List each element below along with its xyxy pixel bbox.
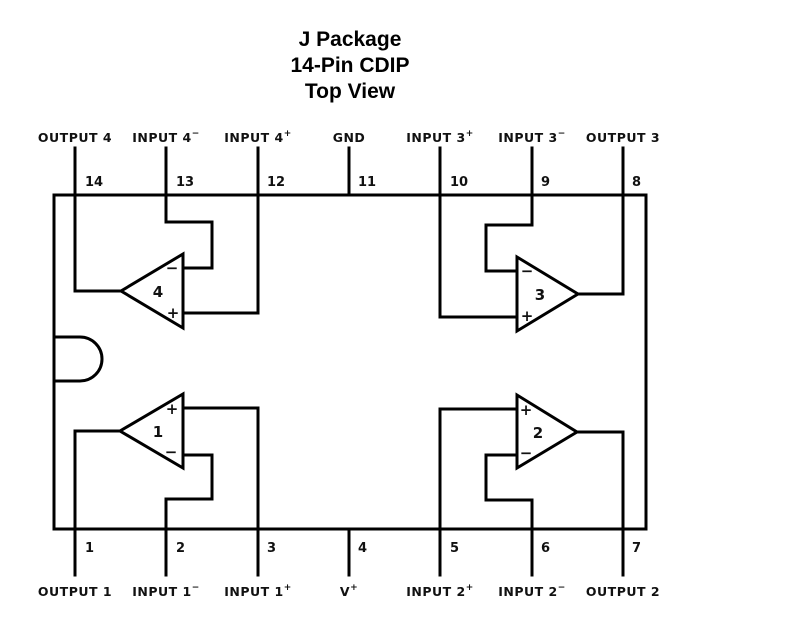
title-package: J Package: [298, 28, 402, 51]
pin-9-number: 9: [541, 175, 550, 190]
opamp-2-plus-sign: +: [520, 401, 533, 419]
opamp-4-number: 4: [153, 283, 163, 301]
title-view: Top View: [304, 80, 396, 103]
opamp-3-minus-sign: −: [521, 262, 534, 280]
opamp-3-noninverting-wire: [438, 193, 519, 319]
opamp-3-plus-sign: +: [521, 307, 534, 325]
title-pin-count: 14-Pin CDIP: [290, 54, 410, 77]
opamp-2-output-wire: [575, 430, 625, 531]
diagram-title: J Package 14-Pin CDIP Top View: [0, 27, 700, 105]
pin-14-number: 14: [85, 175, 103, 190]
opamp-4-inverting-wire: [164, 193, 214, 270]
pin-10-number: 10: [450, 175, 468, 190]
pin-12-number: 12: [267, 175, 285, 190]
pin-7-label: OUTPUT 2: [586, 584, 660, 599]
opamp-1: 1 + −: [73, 391, 260, 531]
package-body: [52, 193, 648, 531]
pin-13-number: 13: [176, 175, 194, 190]
pin-9-label: INPUT 3−: [498, 129, 566, 145]
pin-12-label: INPUT 4+: [224, 129, 292, 145]
pin-4-label: V+: [340, 583, 358, 599]
opamp-4-minus-sign: −: [166, 259, 179, 277]
pin-11-label: GND: [333, 130, 366, 145]
opamp-1-triangle: [117, 391, 185, 471]
opamp-1-plus-sign: +: [166, 400, 179, 418]
pin-14-label: OUTPUT 4: [38, 130, 112, 145]
pin-8-label: OUTPUT 3: [586, 130, 660, 145]
pin-8-number: 8: [632, 175, 641, 190]
bottom-pin-numbers: 1 2 3 4 5 6 7: [85, 541, 641, 556]
pin-2-label: INPUT 1−: [132, 583, 200, 599]
opamp-4-plus-sign: +: [167, 304, 180, 322]
pin-13-label: INPUT 4−: [132, 129, 200, 145]
opamp-4-output-wire: [73, 193, 123, 293]
opamp-2-inverting-wire: [484, 453, 534, 531]
pin-5-label: INPUT 2+: [406, 583, 474, 599]
top-pin-labels: OUTPUT 4 INPUT 4− INPUT 4+ GND INPUT 3+ …: [38, 129, 660, 145]
pin-5-number: 5: [450, 541, 459, 556]
pin-4-number: 4: [358, 541, 367, 556]
top-pin-leads: [73, 146, 625, 197]
pin-1-number: 1: [85, 541, 94, 556]
pin-6-label: INPUT 2−: [498, 583, 566, 599]
opamp-2: 2 + −: [438, 392, 625, 531]
pin-6-number: 6: [541, 541, 550, 556]
bottom-pin-labels: OUTPUT 1 INPUT 1− INPUT 1+ V+ INPUT 2+ I…: [38, 583, 660, 599]
opamp-3-triangle: [515, 254, 581, 334]
opamp-3-number: 3: [535, 286, 545, 304]
pin-3-label: INPUT 1+: [224, 583, 292, 599]
package-notch: [52, 335, 104, 383]
opamp-1-number: 1: [153, 423, 163, 441]
opamp-4-noninverting-wire: [181, 193, 260, 315]
pin-2-number: 2: [176, 541, 185, 556]
opamp-2-number: 2: [533, 424, 543, 442]
top-pin-numbers: 14 13 12 11 10 9 8: [85, 175, 641, 190]
opamp-2-triangle: [515, 392, 580, 471]
opamp-4-triangle: [118, 251, 185, 331]
pin-1-label: OUTPUT 1: [38, 584, 112, 599]
opamp-1-inverting-wire: [164, 453, 214, 531]
pin-7-number: 7: [632, 541, 641, 556]
opamp-2-noninverting-wire: [438, 407, 519, 531]
bottom-pin-leads: [73, 527, 625, 577]
opamp-1-minus-sign: −: [165, 443, 178, 461]
pin-3-number: 3: [267, 541, 276, 556]
opamp-2-minus-sign: −: [520, 444, 533, 462]
opamp-1-noninverting-wire: [181, 406, 260, 531]
opamp-3-inverting-wire: [484, 193, 534, 273]
pin-11-number: 11: [358, 175, 376, 190]
opamp-3-output-wire: [576, 193, 625, 296]
opamp-1-output-wire: [73, 429, 122, 531]
opamp-4: 4 − +: [73, 193, 260, 331]
opamp-3: 3 − +: [438, 193, 625, 334]
pin-10-label: INPUT 3+: [406, 129, 474, 145]
